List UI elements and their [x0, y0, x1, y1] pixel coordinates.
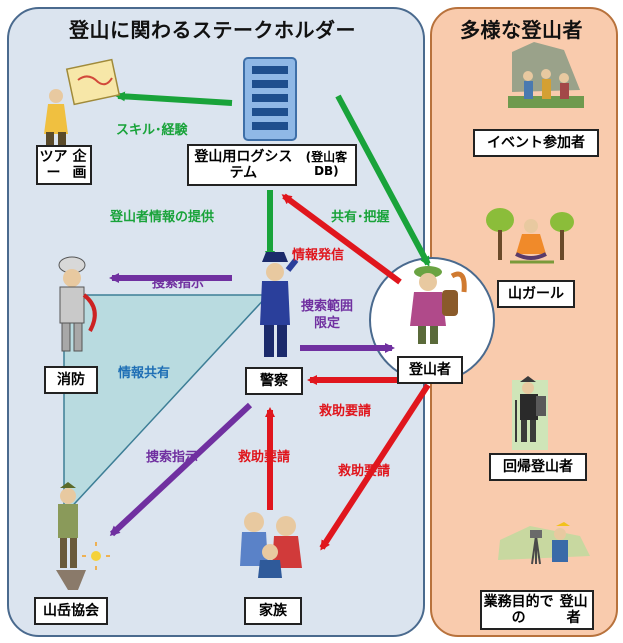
- share-grasp-label: 共有･把握: [331, 210, 390, 225]
- rescue-request-family-label: 救助要請: [238, 450, 291, 465]
- tour-planning-box: ツアー 企画: [36, 145, 92, 185]
- climber-box: 登山者: [397, 356, 463, 384]
- business-climber-label-line2: 登山者: [559, 593, 588, 626]
- event-hikers-icon: [508, 42, 584, 108]
- rescue-request-climber-family-label: 救助要請: [338, 464, 391, 479]
- tour-planning-label-line2: 企画: [72, 148, 87, 181]
- mountain-girl-icon: [486, 208, 574, 264]
- mountain-guide-icon: [56, 482, 110, 590]
- business-climber-icon: [498, 522, 590, 565]
- business-climber-label-line1: 業務目的での: [483, 593, 554, 626]
- business-climber-box: 業務目的での 登山者: [480, 590, 594, 630]
- skill-experience-label: スキル･経験: [116, 123, 188, 138]
- climber-icon: [410, 266, 467, 344]
- arrow-skill: [115, 91, 233, 106]
- search-range-label-line1: 捜索範囲: [301, 299, 354, 314]
- log-system-label-line1: 登山用ログシステム: [194, 148, 293, 181]
- climber-types-panel-title: 多様な登山者: [460, 18, 583, 42]
- family-icon: [240, 512, 302, 578]
- arrow-search-order-assoc: [109, 402, 253, 537]
- police-officer-icon: [260, 252, 299, 357]
- family-box: 家族: [244, 597, 302, 625]
- info-send-label: 情報発信: [292, 248, 345, 263]
- event-participant-box: イベント参加者: [473, 129, 599, 157]
- rescue-request-climber-label: 救助要請: [319, 404, 372, 419]
- log-system-label-line2: (登山客DB): [305, 150, 348, 178]
- tour-planner-icon: [44, 58, 121, 148]
- search-order-fire-label: 捜索指示: [152, 276, 205, 291]
- mountain-girl-box: 山ガール: [497, 280, 575, 308]
- returning-climber-box: 回帰登山者: [489, 453, 587, 481]
- search-range-label-line2: 限定: [314, 315, 341, 331]
- arrow-rescue-climber-family: [319, 383, 431, 551]
- fire-department-box: 消防: [44, 366, 98, 394]
- tour-planning-label-line1: ツアー: [39, 148, 68, 181]
- arrow-info-send: [281, 193, 402, 285]
- info-share-label: 情報共有: [118, 366, 171, 381]
- alpine-association-box: 山岳協会: [34, 597, 108, 625]
- firefighter-icon: [58, 256, 97, 352]
- police-box: 警察: [245, 367, 303, 395]
- provide-info-label: 登山者情報の提供: [110, 210, 215, 225]
- log-system-box: 登山用ログシステム (登山客DB): [187, 144, 357, 186]
- search-range-label: 捜索範囲 限定: [301, 299, 353, 333]
- search-order-association-label: 捜索指示: [146, 450, 199, 465]
- info-share-triangle: [63, 294, 270, 517]
- stakeholder-panel-title: 登山に関わるステークホルダー: [69, 18, 356, 42]
- returning-climber-icon: [512, 376, 548, 450]
- server-icon: [243, 57, 297, 141]
- arrow-share: [335, 94, 431, 267]
